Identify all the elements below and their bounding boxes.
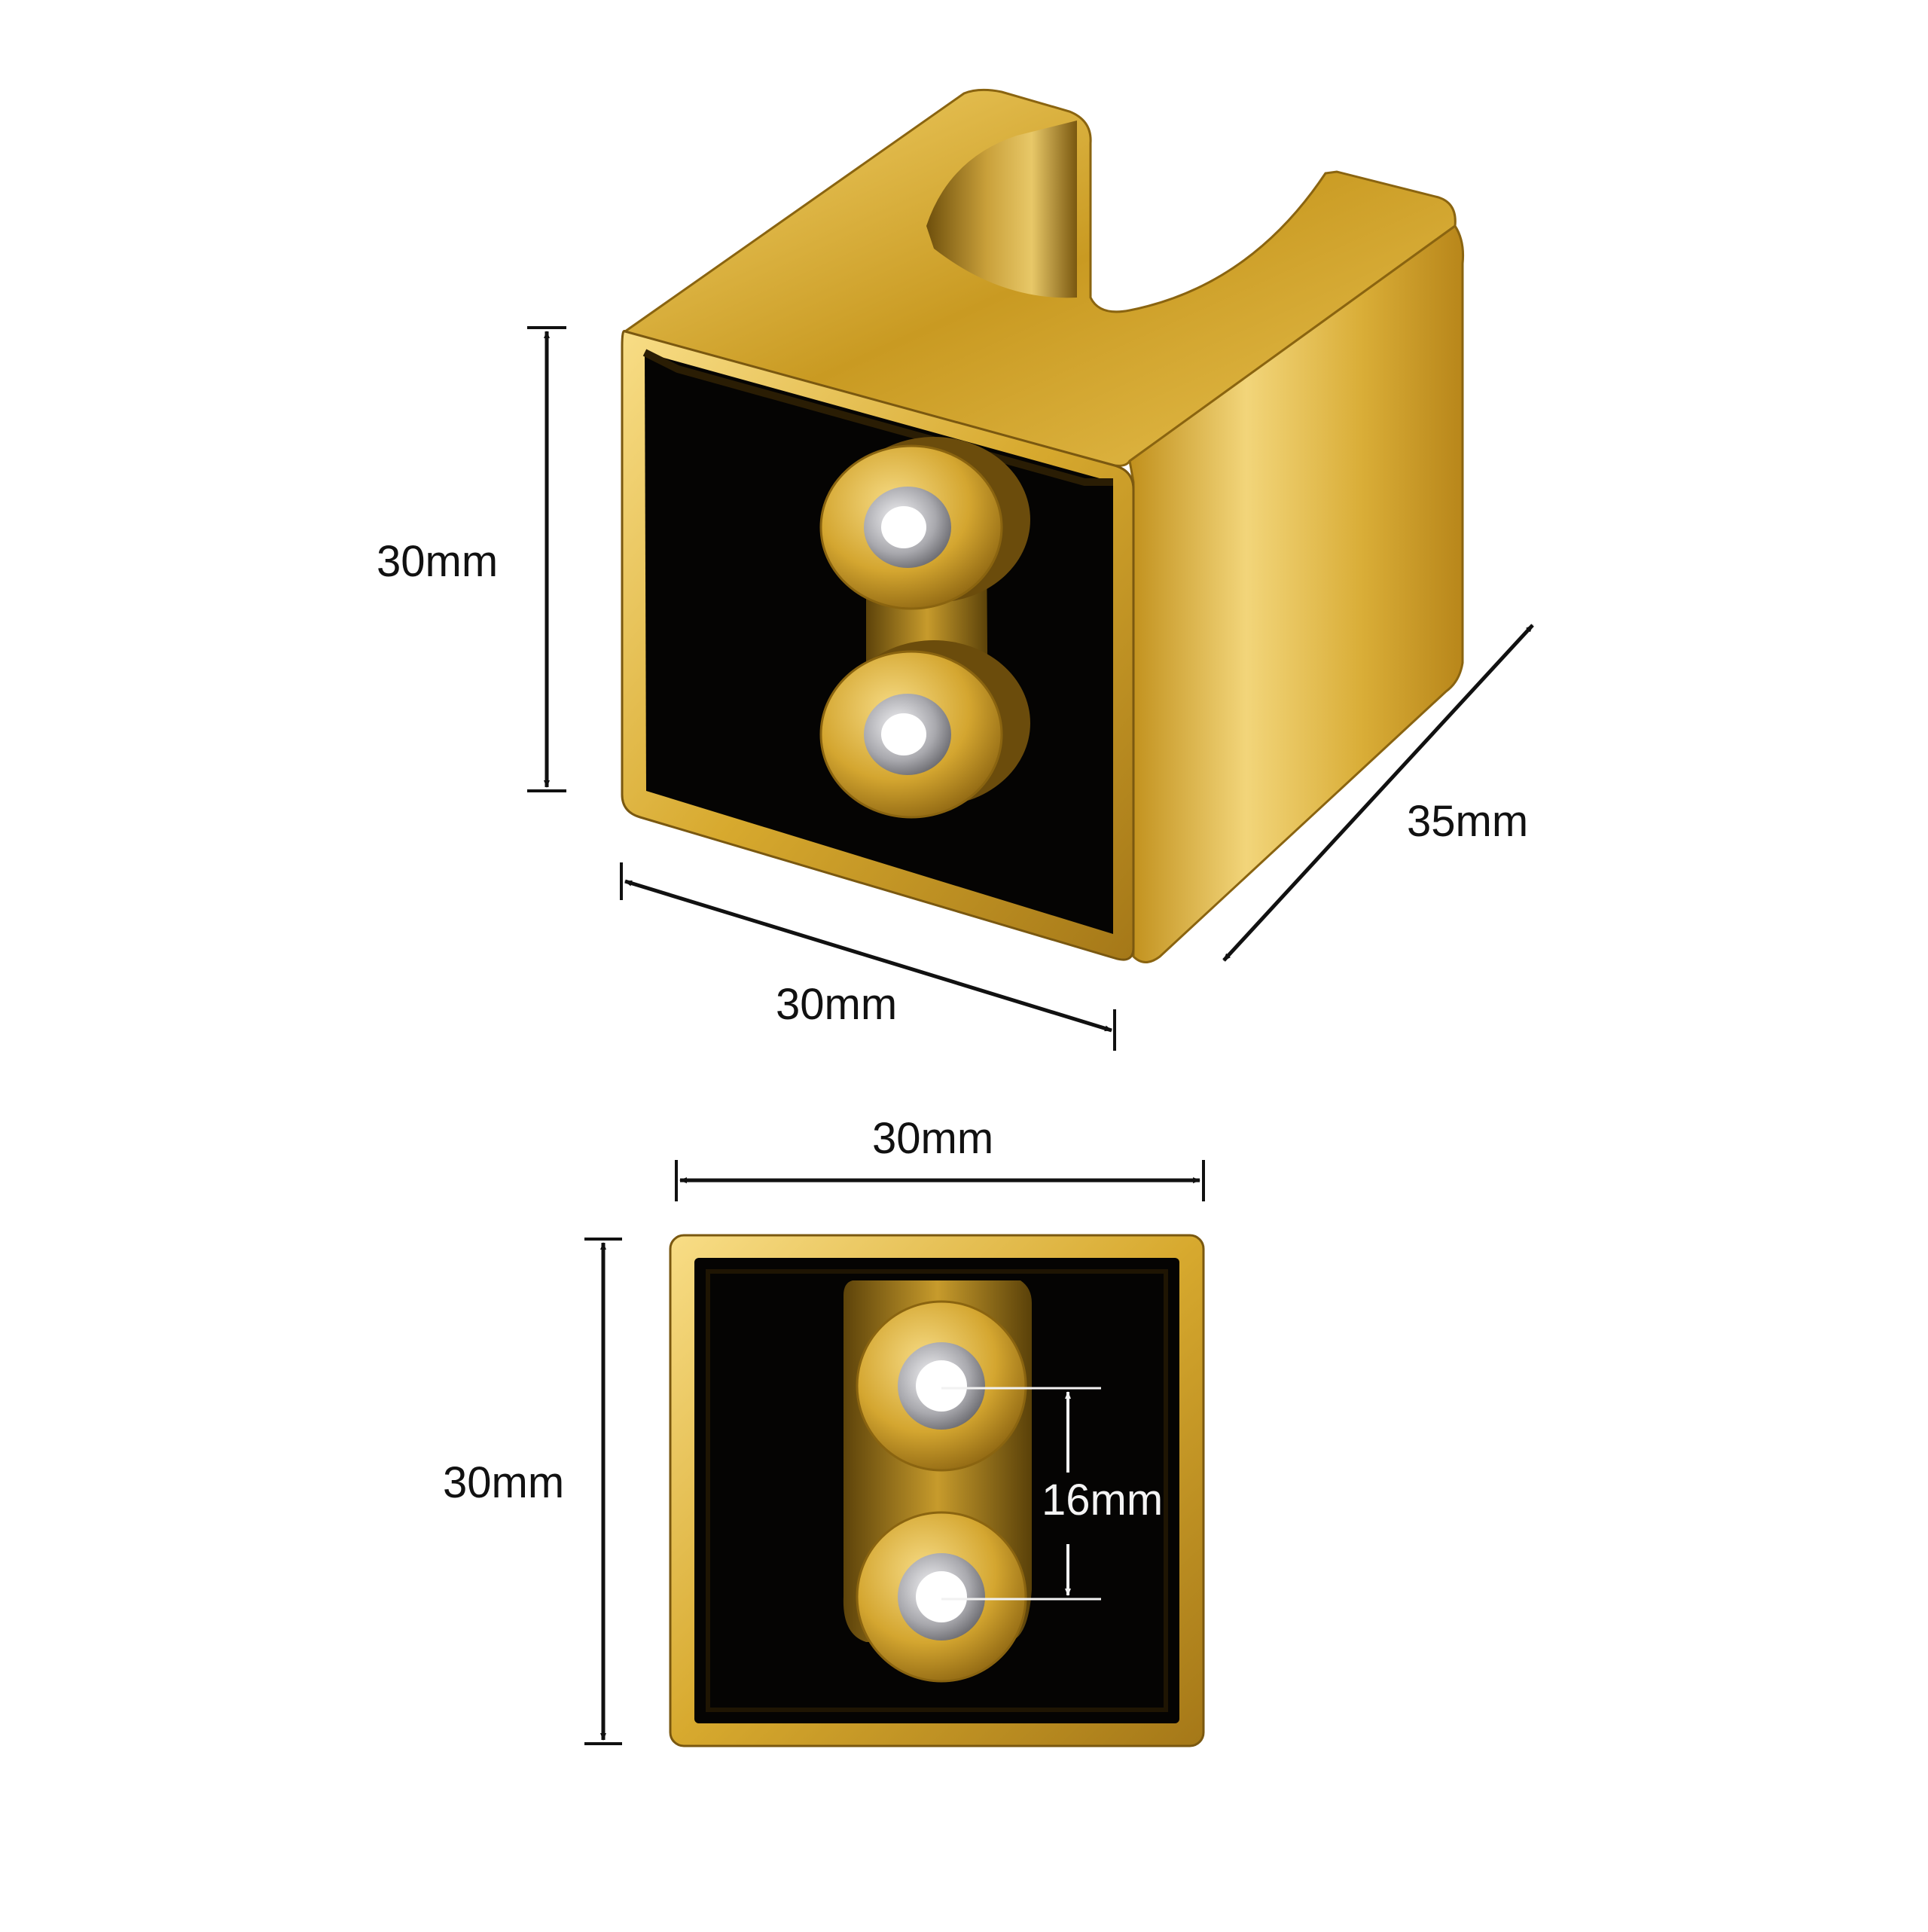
front-width-label: 30mm bbox=[872, 1114, 994, 1163]
front-width-dimension bbox=[675, 1160, 1205, 1201]
lower-screw-washer bbox=[819, 640, 1030, 819]
iso-width-label: 30mm bbox=[776, 980, 898, 1029]
holder-clip-inner bbox=[926, 121, 1077, 298]
screw-hole-icon bbox=[898, 1342, 985, 1430]
front-upper-washer bbox=[856, 1300, 1027, 1472]
isometric-view bbox=[527, 88, 1534, 1051]
front-view bbox=[584, 1160, 1205, 1747]
iso-width-dimension bbox=[620, 862, 1116, 1051]
screw-hole-icon bbox=[864, 694, 951, 775]
front-height-dimension bbox=[584, 1238, 622, 1745]
front-height-label: 30mm bbox=[443, 1458, 565, 1507]
hole-spacing-label: 16mm bbox=[1042, 1476, 1164, 1525]
upper-screw-washer bbox=[819, 437, 1030, 610]
iso-height-label: 30mm bbox=[377, 537, 499, 586]
screw-hole-icon bbox=[864, 487, 951, 568]
hole-spacing-dimension bbox=[941, 1387, 1101, 1601]
iso-depth-label: 35mm bbox=[1407, 797, 1529, 846]
screw-hole-icon bbox=[898, 1553, 985, 1641]
iso-depth-dimension bbox=[1222, 624, 1534, 962]
front-lower-washer bbox=[856, 1511, 1027, 1683]
iso-height-dimension bbox=[527, 326, 566, 792]
